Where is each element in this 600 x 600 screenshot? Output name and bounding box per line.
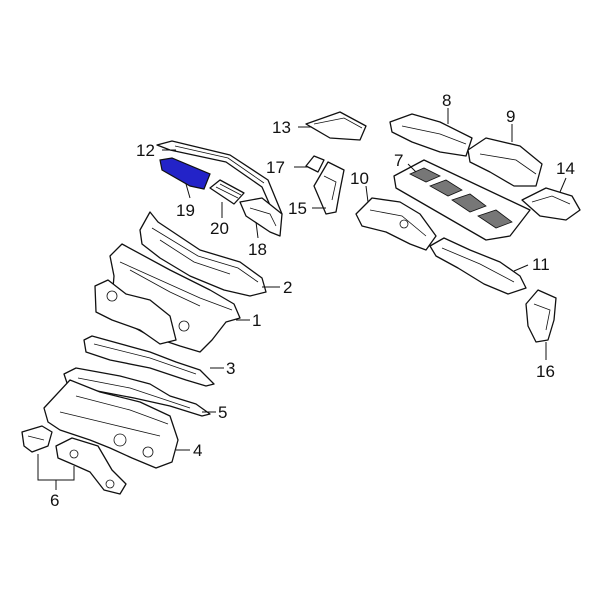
callout-1: 1 bbox=[252, 311, 261, 330]
part-11 bbox=[429, 237, 527, 295]
callout-2: 2 bbox=[283, 278, 292, 297]
callout-labels: 1 2 3 4 5 6 7 8 9 10 11 12 13 14 15 16 1… bbox=[50, 91, 575, 510]
part-4 bbox=[43, 379, 179, 469]
part-18 bbox=[239, 197, 283, 237]
part-6 bbox=[21, 425, 127, 495]
callout-14: 14 bbox=[556, 159, 575, 178]
callout-19: 19 bbox=[176, 201, 195, 220]
callout-5: 5 bbox=[218, 403, 227, 422]
part-16 bbox=[525, 289, 557, 343]
callout-17: 17 bbox=[266, 158, 285, 177]
part-7 bbox=[393, 159, 531, 241]
callout-10: 10 bbox=[350, 169, 369, 188]
part-20 bbox=[209, 179, 245, 205]
part-2 bbox=[139, 211, 267, 297]
part-8 bbox=[389, 113, 473, 157]
callout-20: 20 bbox=[210, 219, 229, 238]
part-14 bbox=[521, 187, 581, 221]
part-19-highlighted bbox=[159, 157, 211, 190]
callout-11: 11 bbox=[532, 255, 550, 274]
callout-13: 13 bbox=[272, 118, 291, 137]
callout-7: 7 bbox=[394, 151, 403, 170]
part-1 bbox=[94, 243, 241, 353]
leader-lines bbox=[37, 108, 567, 490]
part-15 bbox=[313, 161, 345, 215]
callout-3: 3 bbox=[226, 359, 235, 378]
callout-8: 8 bbox=[442, 91, 451, 110]
part-9 bbox=[467, 137, 543, 187]
part-17 bbox=[305, 155, 325, 173]
callout-4: 4 bbox=[193, 441, 202, 460]
part-10 bbox=[355, 197, 437, 251]
highlighted-part bbox=[159, 157, 211, 190]
callout-6: 6 bbox=[50, 491, 59, 510]
callout-16: 16 bbox=[536, 362, 555, 381]
callout-15: 15 bbox=[288, 199, 307, 218]
callout-9: 9 bbox=[506, 107, 515, 126]
part-13 bbox=[305, 111, 367, 141]
callout-18: 18 bbox=[248, 240, 267, 259]
part-3 bbox=[83, 335, 215, 387]
callout-12: 12 bbox=[136, 141, 155, 160]
